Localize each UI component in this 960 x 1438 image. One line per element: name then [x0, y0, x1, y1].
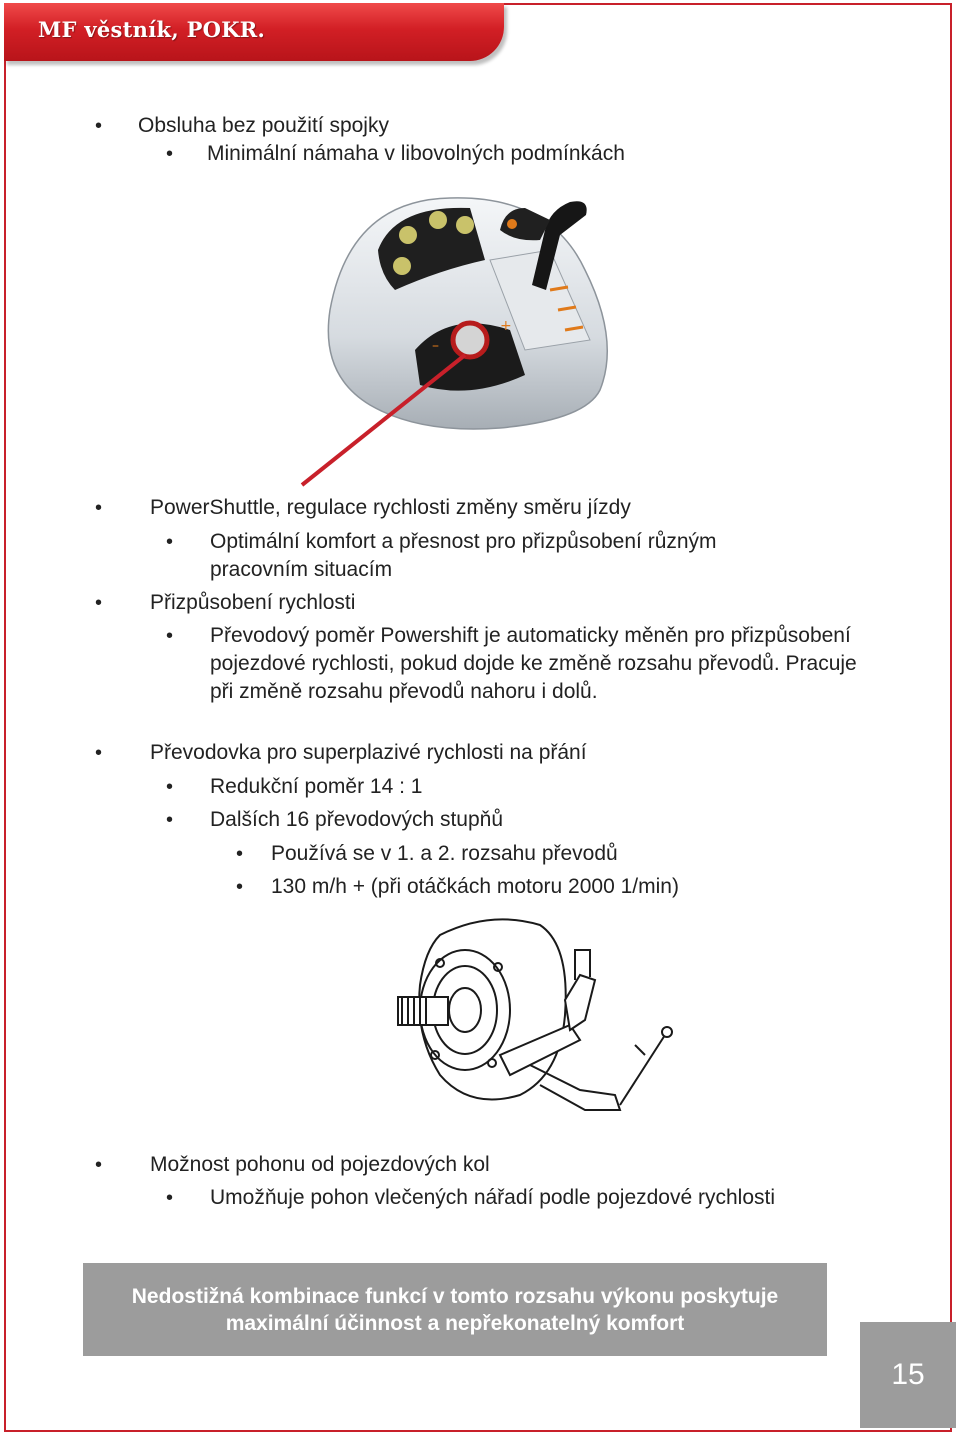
bullet: • [166, 776, 174, 798]
svg-text:+: + [500, 318, 512, 334]
gearbox-illustration [397, 918, 673, 1111]
bullet: • [95, 742, 103, 764]
bullet: • [95, 115, 103, 137]
list-subitem: Převodový poměr Powershift je automatick… [210, 624, 857, 703]
bullet: • [236, 843, 244, 865]
svg-text:–: – [432, 338, 439, 354]
bullet: • [95, 592, 103, 614]
list-item: Převodovka pro superplazivé rychlosti na… [150, 741, 587, 764]
bullet: • [95, 1154, 103, 1176]
bullet: • [236, 876, 244, 898]
bullet: • [166, 143, 174, 165]
list-item: PowerShuttle, regulace rychlosti změny s… [150, 496, 631, 519]
list-subsubitem: Používá se v 1. a 2. rozsahu převodů [271, 842, 618, 865]
creeper-gearbox-image [380, 905, 680, 1140]
powershuttle-joystick-image: + – [300, 190, 630, 490]
summary-callout: Nedostižná kombinace funkcí v tomto rozs… [83, 1263, 827, 1356]
bullet: • [166, 625, 174, 647]
bullet: • [95, 497, 103, 519]
list-item: Přizpůsobení rychlosti [150, 591, 356, 614]
joystick-illustration: + – [300, 197, 608, 487]
header-banner: MF věstník, POKR. [4, 3, 504, 61]
page-number: 15 [860, 1322, 956, 1428]
list-subitem: Umožňuje pohon vlečených nářadí podle po… [210, 1186, 776, 1209]
header-title: MF věstník, POKR. [38, 17, 266, 42]
bullet: • [166, 1187, 174, 1209]
list-subitem: Optimální komfort a přesnost pro přizpůs… [210, 530, 717, 581]
callout-line: maximální účinnost a nepřekonatelný komf… [225, 1311, 685, 1335]
bullet: • [166, 531, 174, 553]
bullet: • [166, 809, 174, 831]
list-item: Možnost pohonu od pojezdových kol [150, 1153, 490, 1176]
list-subitem: Minimální námaha v libovolných podmínkác… [207, 142, 625, 165]
callout-line: Nedostižná kombinace funkcí v tomto rozs… [131, 1284, 779, 1308]
list-subsubitem: 130 m/h + (při otáčkách motoru 2000 1/mi… [271, 875, 679, 898]
list-item: Obsluha bez použití spojky [138, 114, 389, 137]
list-subitem: Dalších 16 převodových stupňů [210, 808, 504, 831]
list-subitem: Redukční poměr 14 : 1 [210, 775, 423, 798]
